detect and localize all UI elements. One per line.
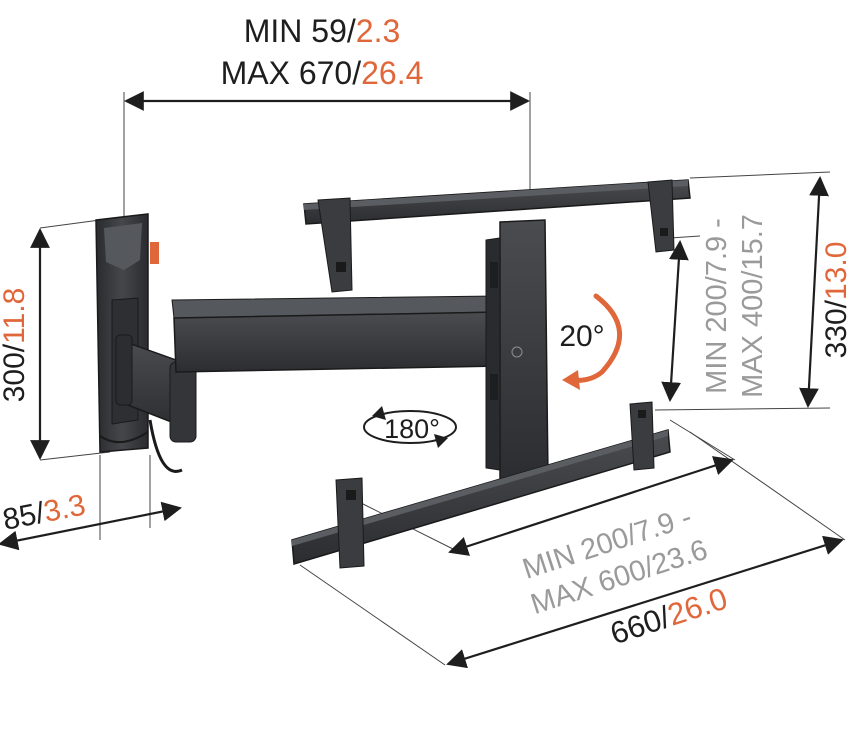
wall-plate bbox=[95, 213, 159, 453]
accent-tab bbox=[150, 242, 159, 264]
cable bbox=[148, 419, 183, 473]
top-width-max-label: MAX 670/26.4 bbox=[221, 55, 424, 91]
tv-mount-illustration bbox=[95, 179, 691, 569]
top-width-min-label: MIN 59/2.3 bbox=[244, 13, 401, 49]
plate-depth-label: 85/3.3 bbox=[0, 489, 88, 537]
vesa-vertical-dimension bbox=[661, 240, 689, 402]
bottom-rail bbox=[291, 401, 671, 569]
vesa-vertical-max-label: MAX 400/15.7 bbox=[737, 214, 769, 398]
tilt-arrow-icon bbox=[562, 293, 623, 390]
bracket-height-label: 330/13.0 bbox=[820, 242, 853, 359]
plate-depth-dimension bbox=[0, 501, 182, 551]
center-plate bbox=[485, 219, 549, 481]
swivel-angle-label: 180° bbox=[384, 414, 440, 444]
vesa-vertical-min-label: MIN 200/7.9 - bbox=[701, 218, 733, 394]
tilt-angle-label: 20° bbox=[559, 320, 604, 353]
top-rail bbox=[303, 179, 691, 293]
extension-lines bbox=[39, 92, 846, 666]
lower-arm bbox=[115, 334, 197, 443]
upper-arm bbox=[171, 295, 501, 373]
bracket-height-dimension bbox=[799, 176, 829, 408]
dimension-lines bbox=[0, 91, 844, 669]
logo-icon bbox=[511, 346, 523, 358]
plate-height-label: 300/11.8 bbox=[0, 288, 31, 403]
swivel-arrow-icon bbox=[363, 406, 457, 448]
bracket-width-dimension bbox=[446, 535, 844, 669]
